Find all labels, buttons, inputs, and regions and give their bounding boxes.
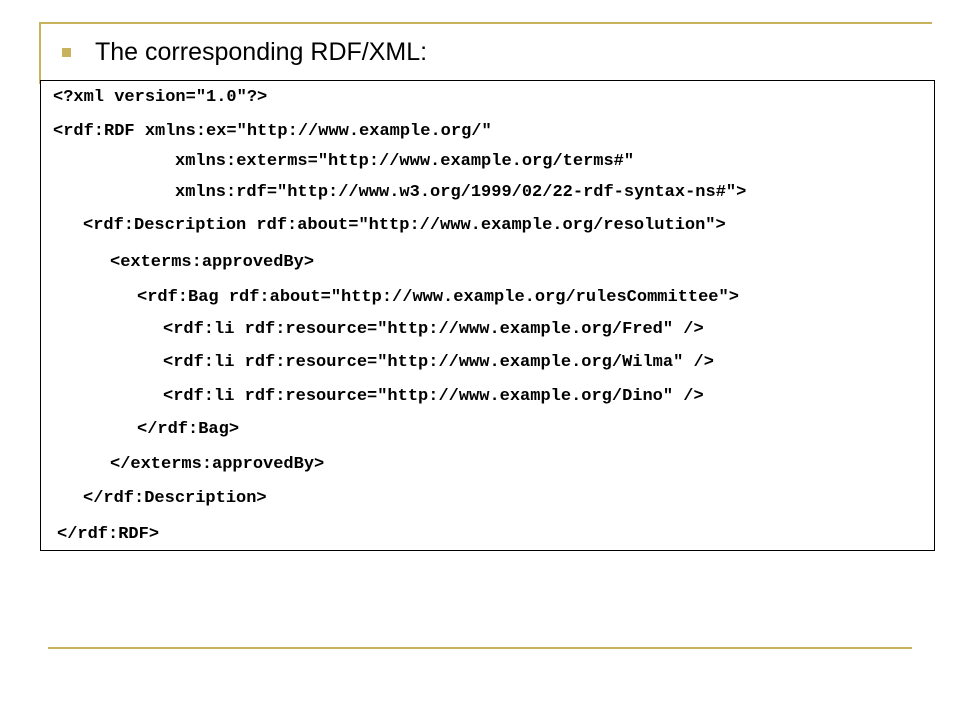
code-line-description-open: <rdf:Description rdf:about="http://www.e…	[83, 216, 726, 235]
top-divider	[40, 22, 932, 24]
code-block	[40, 80, 935, 551]
bottom-divider	[48, 647, 912, 649]
code-line-xmlns-exterms: xmlns:exterms="http://www.example.org/te…	[175, 152, 635, 171]
slide-heading: The corresponding RDF/XML:	[95, 38, 428, 66]
code-line-bag-open: <rdf:Bag rdf:about="http://www.example.o…	[137, 288, 739, 307]
code-line-bag-close: </rdf:Bag>	[137, 420, 240, 439]
code-line-rdf-open: <rdf:RDF xmlns:ex="http://www.example.or…	[53, 122, 492, 141]
code-line-li-dino: <rdf:li rdf:resource="http://www.example…	[163, 387, 704, 406]
code-line-xml-declaration: <?xml version="1.0"?>	[53, 88, 268, 107]
left-divider	[39, 22, 41, 84]
code-line-approvedby-open: <exterms:approvedBy>	[110, 253, 315, 272]
code-line-li-fred: <rdf:li rdf:resource="http://www.example…	[163, 320, 704, 339]
code-line-xmlns-rdf: xmlns:rdf="http://www.w3.org/1999/02/22-…	[175, 183, 747, 202]
code-line-li-wilma: <rdf:li rdf:resource="http://www.example…	[163, 353, 714, 372]
code-line-description-close: </rdf:Description>	[83, 489, 267, 508]
code-line-rdf-close: </rdf:RDF>	[57, 525, 160, 544]
bullet-marker	[62, 48, 71, 57]
code-line-approvedby-close: </exterms:approvedBy>	[110, 455, 325, 474]
